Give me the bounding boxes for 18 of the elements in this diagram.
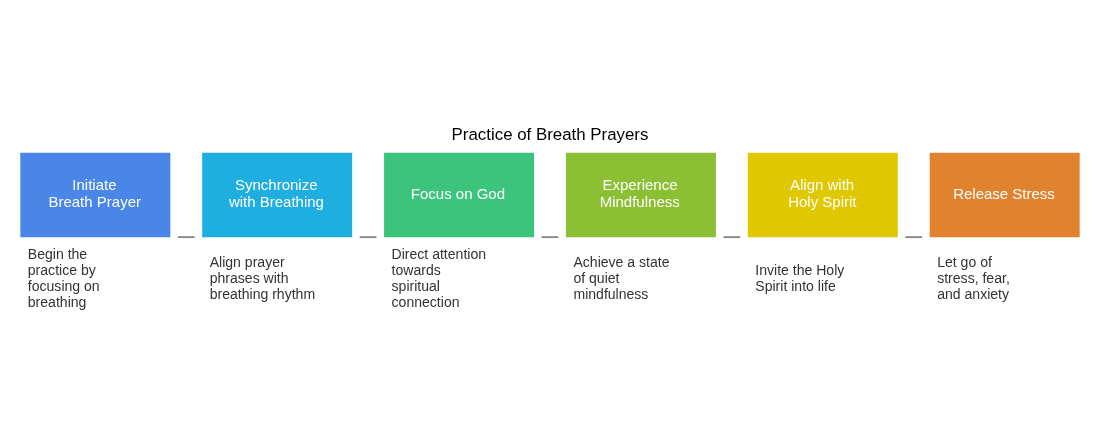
connector — [176, 236, 196, 239]
node-box: Initiate Breath Prayer — [20, 152, 171, 238]
node-box: Release Stress — [929, 152, 1080, 238]
connector — [540, 236, 560, 239]
node-label: Let go of stress, fear, and anxiety — [937, 253, 1010, 302]
node-box: Synchronize with Breathing — [202, 152, 353, 238]
node-box: Align with Holy Spirit — [747, 152, 898, 238]
connector — [904, 236, 924, 239]
connector — [358, 236, 378, 239]
diagram-title: Practice of Breath Prayers — [451, 125, 649, 144]
node-label: Align prayer phrases with breathing rhythm — [209, 253, 316, 302]
node-box: Experience Mindfulness — [565, 152, 716, 238]
node-label: Begin the practice by focusing on breathing — [27, 245, 100, 310]
node-label: Achieve a state of quiet mindfulness — [573, 253, 670, 302]
node-box: Focus on God — [384, 152, 535, 238]
node-label: Invite the Holy Spirit into life — [755, 261, 845, 294]
connector — [722, 236, 742, 239]
node-label: Direct attention towards spiritual connection — [391, 245, 487, 310]
